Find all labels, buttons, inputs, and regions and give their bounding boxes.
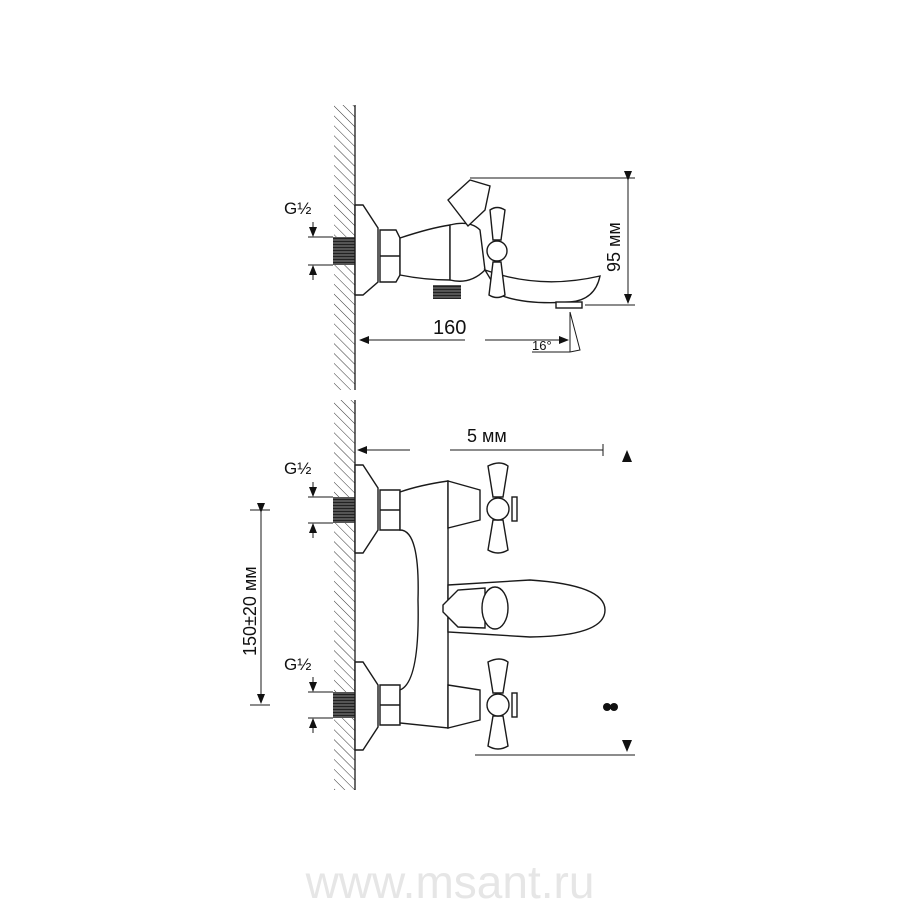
cross-handle — [488, 206, 506, 299]
mixer-body — [399, 480, 449, 729]
wall-hatch — [334, 400, 355, 790]
outlet-thread — [433, 285, 461, 299]
handle-top — [447, 179, 491, 228]
body-cone — [399, 224, 451, 281]
depth-dimension: 5 мм — [467, 426, 507, 446]
spout — [483, 268, 601, 304]
arrow-down-marker — [622, 740, 632, 752]
length-dimension: 160 — [433, 317, 466, 339]
cross-handle-top — [486, 462, 518, 554]
cross-handle-bottom — [486, 658, 518, 750]
nut — [379, 229, 401, 283]
aerator — [555, 301, 583, 309]
watermark: www.msant.ru — [305, 856, 595, 900]
valve-body — [449, 222, 486, 282]
thread-label: G½ — [284, 199, 311, 218]
front-view: 5 мм 150±20 мм G½ G½ — [240, 400, 635, 790]
spacing-dimension: 150±20 мм — [240, 566, 260, 656]
side-view: 95 мм 160 16° G½ — [284, 105, 635, 390]
ink-blot — [603, 703, 611, 711]
thread-label-top: G½ — [284, 459, 311, 478]
cross-handle-hub — [486, 240, 508, 262]
wall-flange — [354, 204, 379, 296]
height-dimension: 95 мм — [604, 222, 624, 272]
arrow-up-marker — [622, 450, 632, 462]
inlet-thread-top — [333, 497, 355, 523]
thread-label-bottom: G½ — [284, 655, 311, 674]
angle-dimension: 16° — [532, 338, 552, 353]
inlet-thread — [333, 237, 355, 265]
inlet-thread-bottom — [333, 692, 355, 718]
